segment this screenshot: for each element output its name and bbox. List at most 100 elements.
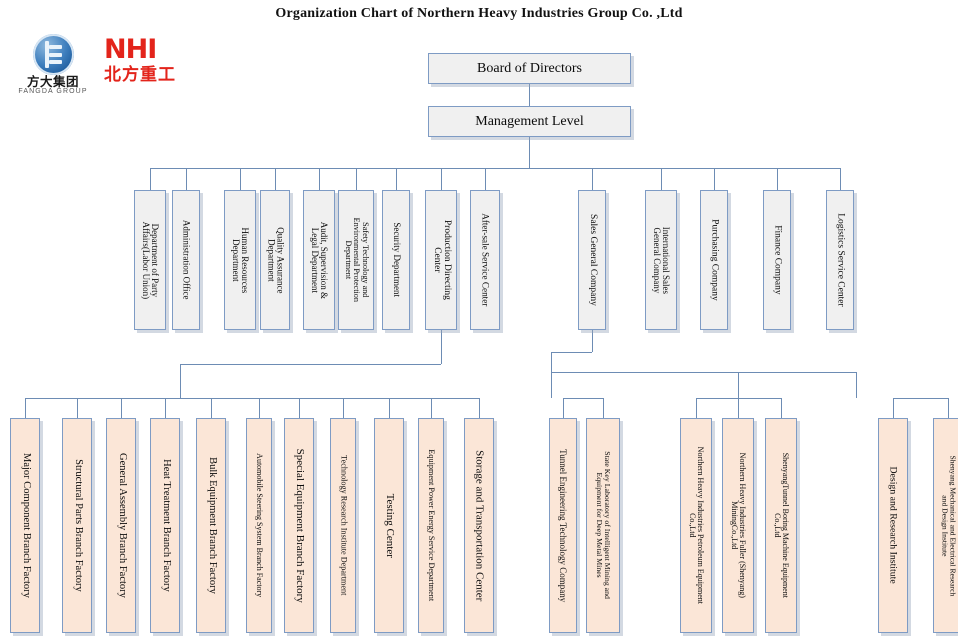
node-label: Storage and Transportation Center (473, 449, 486, 602)
connector-line (551, 352, 592, 353)
connector-line (714, 168, 715, 190)
node-label: Bulk Equipment Branch Factory (206, 457, 218, 594)
node-l2-8[interactable]: After-sale Service Center (470, 190, 500, 330)
node-board-of-directors[interactable]: Board of Directors (428, 53, 631, 84)
connector-line (180, 364, 441, 365)
node-l2-4[interactable]: Audit, Supervision &Legal Department (303, 190, 335, 330)
node-label: Technology Research Institute Department (339, 455, 349, 596)
node-label: Finance Company (772, 225, 783, 295)
node-l3-prod-4[interactable]: Bulk Equipment Branch Factory (196, 418, 226, 633)
connector-line (551, 372, 552, 398)
fangda-emblem-icon (33, 34, 74, 75)
connector-line (121, 398, 122, 418)
node-l3-res-1[interactable]: Shenyang Mechanical and Electrical Resea… (933, 418, 958, 633)
node-l3-sales-0[interactable]: Tunnel Engineering Technology Company (549, 418, 577, 633)
node-l3-prod-8[interactable]: Testing Center (374, 418, 404, 633)
connector-line (186, 168, 187, 190)
node-label: Management Level (475, 113, 584, 129)
logo-group: 方大集团 FANGDA GROUP NHI 北方重工 (8, 34, 203, 96)
connector-line (948, 398, 949, 418)
node-label: Sales General Company (587, 214, 598, 306)
node-label: Major Component Branch Factory (20, 453, 32, 598)
node-label: Design and Research Institute (888, 466, 900, 585)
node-l3-prod-3[interactable]: Heat Treatment Branch Factory (150, 418, 180, 633)
node-l3-prod-10[interactable]: Storage and Transportation Center (464, 418, 494, 633)
connector-line (479, 398, 480, 418)
connector-line (299, 398, 300, 418)
node-l3-sub-1[interactable]: Northern Heavy Industries Fuller (Shenya… (722, 418, 754, 633)
node-label: Northern Heavy Industries Fuller (Shenya… (730, 452, 748, 599)
node-label: After-sale Service Center (480, 213, 491, 307)
node-label: Automobile Steering System Branch Factor… (255, 453, 265, 598)
node-label: Audit, Supervision &Legal Department (310, 221, 330, 299)
node-label: Tunnel Engineering Technology Company (558, 448, 569, 603)
node-label: Equipment Power Energy Service Departmen… (427, 449, 437, 602)
connector-line (529, 137, 530, 168)
connector-line (485, 168, 486, 190)
nhi-abbreviation: NHI (104, 34, 157, 65)
node-l3-sales-1[interactable]: State Key Laboratory of Intelligent Mini… (586, 418, 620, 633)
node-l3-res-0[interactable]: Design and Research Institute (878, 418, 908, 633)
connector-line (211, 398, 212, 418)
connector-line (343, 398, 344, 418)
connector-line (165, 398, 166, 418)
node-l2-6[interactable]: Security Department (382, 190, 410, 330)
nhi-chinese-name: 北方重工 (104, 65, 176, 85)
fangda-chinese-name: 方大集团 (26, 74, 79, 89)
connector-line (25, 398, 479, 399)
node-label: State Key Laboratory of Intelligent Mini… (595, 451, 613, 600)
node-l3-sub-0[interactable]: Northern Heavy Industries Petroleum Equi… (680, 418, 712, 633)
connector-line (893, 398, 894, 418)
connector-line (603, 398, 604, 418)
fangda-english-name: FANGDA GROUP (18, 88, 88, 95)
node-label: Structural Parts Branch Factory (72, 459, 84, 592)
connector-line (441, 168, 442, 190)
connector-line (661, 168, 662, 190)
node-l3-prod-0[interactable]: Major Component Branch Factory (10, 418, 40, 633)
node-l2r-2[interactable]: Purchasing Company (700, 190, 728, 330)
node-l2r-4[interactable]: Logistics Service Center (826, 190, 854, 330)
connector-line (356, 168, 357, 190)
connector-line (856, 372, 857, 398)
node-l3-prod-6[interactable]: Special Equipment Branch Factory (284, 418, 314, 633)
node-l3-prod-2[interactable]: General Assembly Branch Factory (106, 418, 136, 633)
connector-line (180, 364, 181, 398)
connector-line (25, 398, 26, 418)
node-label: Shenyang Mechanical and Electrical Resea… (940, 455, 957, 596)
connector-line (840, 168, 841, 190)
connector-line (563, 398, 603, 399)
connector-line (563, 398, 564, 418)
node-label: Logistics Service Center (835, 213, 846, 307)
node-l3-prod-7[interactable]: Technology Research Institute Department (330, 418, 356, 633)
connector-line (777, 168, 778, 190)
node-l2r-0[interactable]: Sales General Company (578, 190, 606, 330)
node-management-level[interactable]: Management Level (428, 106, 631, 137)
node-l3-prod-5[interactable]: Automobile Steering System Branch Factor… (246, 418, 272, 633)
connector-line (592, 168, 593, 190)
node-l3-prod-9[interactable]: Equipment Power Energy Service Departmen… (418, 418, 444, 633)
nhi-logo: NHI 北方重工 (104, 36, 200, 94)
fangda-f-glyph-icon (45, 41, 63, 68)
node-l2-1[interactable]: Administration Office (172, 190, 200, 330)
node-l2r-3[interactable]: Finance Company (763, 190, 791, 330)
connector-line (781, 398, 782, 418)
node-l3-prod-1[interactable]: Structural Parts Branch Factory (62, 418, 92, 633)
node-label: Security Department (391, 222, 402, 298)
node-label: Northern Heavy Industries Petroleum Equi… (688, 446, 706, 605)
page-title: Organization Chart of Northern Heavy Ind… (275, 6, 683, 21)
node-label: Board of Directors (477, 60, 582, 76)
connector-line (592, 330, 593, 352)
